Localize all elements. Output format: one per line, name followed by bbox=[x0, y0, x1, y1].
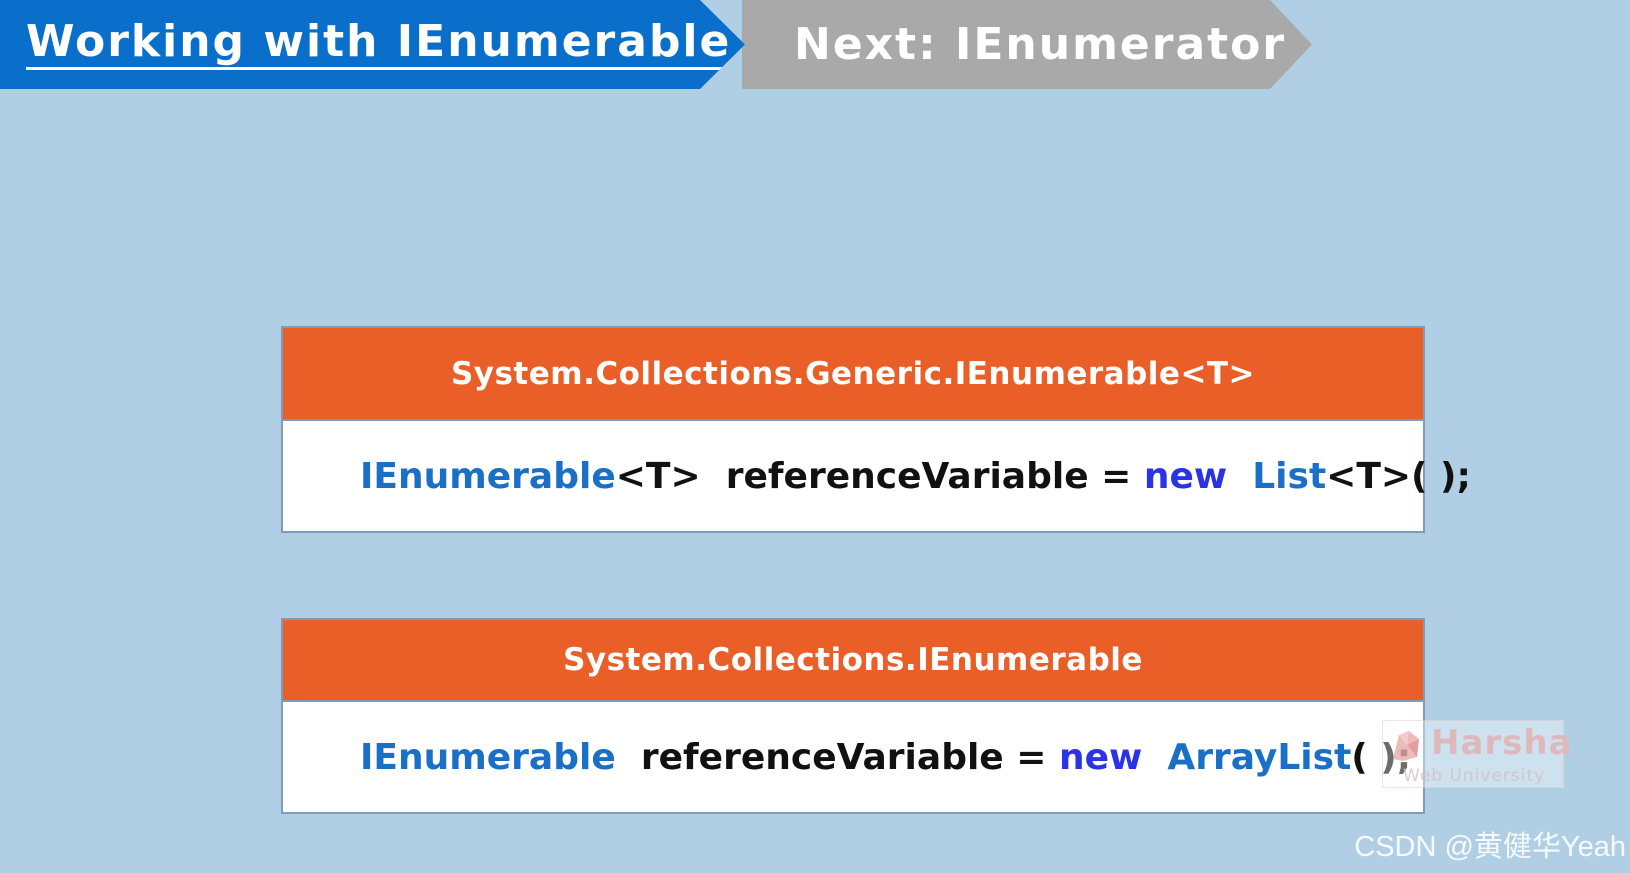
watermark: CSDN @黄健华Yeah bbox=[1354, 831, 1626, 863]
generic-ienumerable-panel: System.Collections.Generic.IEnumerable<T… bbox=[281, 326, 1471, 533]
harsha-logo-icon bbox=[1393, 731, 1419, 761]
panel-title: System.Collections.IEnumerable bbox=[283, 620, 1423, 702]
code-type-token: IEnumerable bbox=[360, 455, 616, 497]
logo-subtitle: Web University bbox=[1403, 766, 1546, 786]
code-keyword-token: new bbox=[1058, 736, 1143, 778]
next-topic-title: Next: IEnumerator bbox=[794, 19, 1287, 70]
current-topic-banner: Working with IEnumerable bbox=[0, 0, 745, 89]
code-type-token: ArrayList bbox=[1167, 736, 1352, 778]
code-generic-token: <T> bbox=[615, 455, 701, 497]
harsha-logo: Harsha Web University bbox=[1382, 720, 1572, 788]
nongeneric-ienumerable-panel: System.Collections.IEnumerable IEnumerab… bbox=[281, 618, 1425, 814]
code-space-token bbox=[1227, 456, 1252, 497]
code-variable-token: referenceVariable = bbox=[615, 736, 1059, 778]
panel-title: System.Collections.Generic.IEnumerable<T… bbox=[283, 328, 1423, 421]
code-line: IEnumerable<T> referenceVariable = new L… bbox=[283, 421, 1471, 531]
code-type-token: IEnumerable bbox=[360, 736, 616, 778]
code-type-token: List bbox=[1252, 455, 1327, 497]
code-space-token bbox=[1142, 737, 1167, 778]
next-topic-banner: Next: IEnumerator bbox=[742, 0, 1312, 89]
code-tail-token: <T>( ); bbox=[1326, 455, 1471, 497]
logo-name: Harsha bbox=[1431, 723, 1573, 763]
code-keyword-token: new bbox=[1143, 455, 1228, 497]
current-topic-title: Working with IEnumerable bbox=[26, 19, 732, 70]
code-line: IEnumerable referenceVariable = new Arra… bbox=[283, 702, 1423, 812]
code-variable-token: referenceVariable = bbox=[700, 455, 1144, 497]
